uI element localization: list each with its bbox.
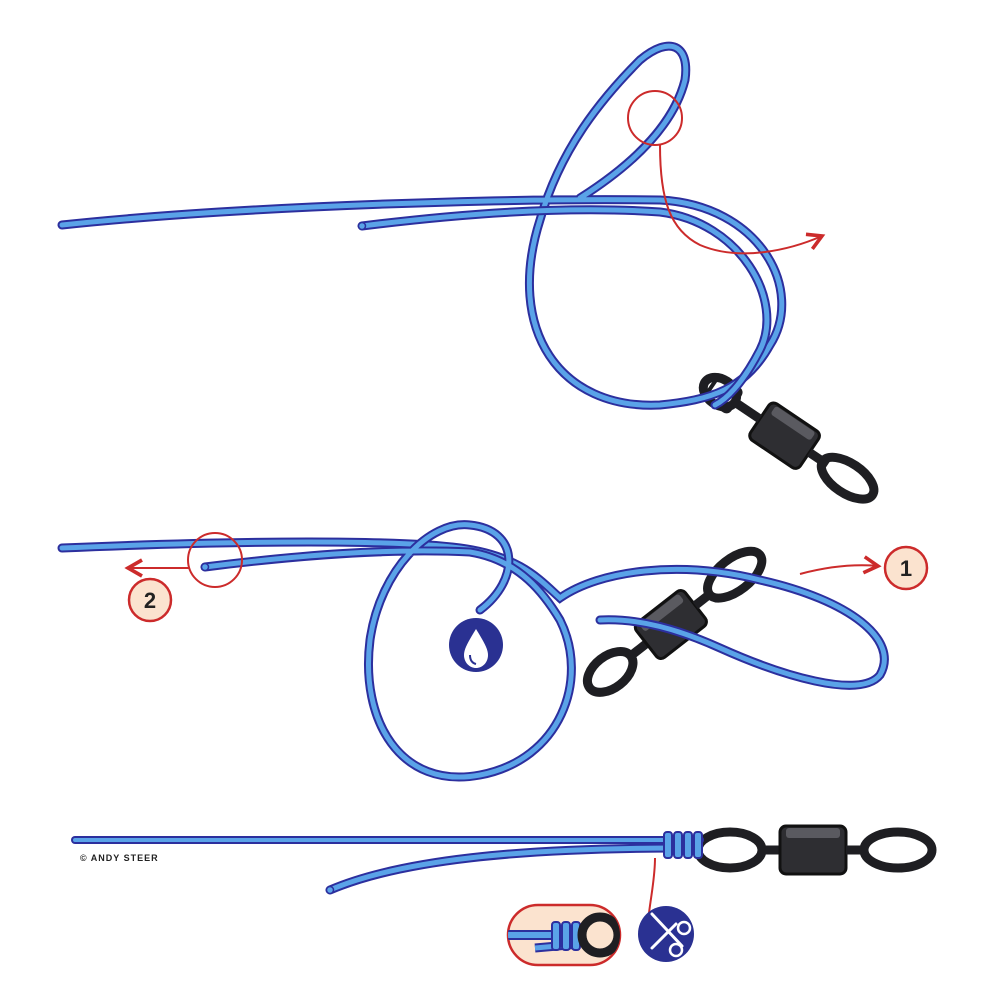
zoom-detail [506, 903, 622, 967]
credit-text: © ANDY STEER [80, 853, 159, 863]
line-step-one [57, 41, 787, 410]
step-badge-2: 2 [127, 577, 173, 623]
step-three-illustration: © ANDY STEER [71, 824, 937, 967]
step-badge-1: 1 [883, 545, 929, 591]
water-drop-icon [449, 618, 503, 672]
swivel-bottom [693, 824, 937, 876]
swivel-middle [582, 546, 767, 697]
step-two-illustration: 1 2 [57, 520, 929, 782]
knot-wraps [663, 831, 703, 859]
line-step-three [71, 836, 704, 895]
step-one-illustration [57, 41, 879, 504]
callout-step-one [627, 90, 826, 255]
swivel-top [698, 372, 879, 504]
callout-step-two [124, 532, 882, 588]
step-badge-2-label: 2 [144, 588, 156, 613]
scissors-icon [638, 906, 694, 962]
step-badge-1-label: 1 [900, 556, 912, 581]
line-step-two [57, 520, 889, 782]
